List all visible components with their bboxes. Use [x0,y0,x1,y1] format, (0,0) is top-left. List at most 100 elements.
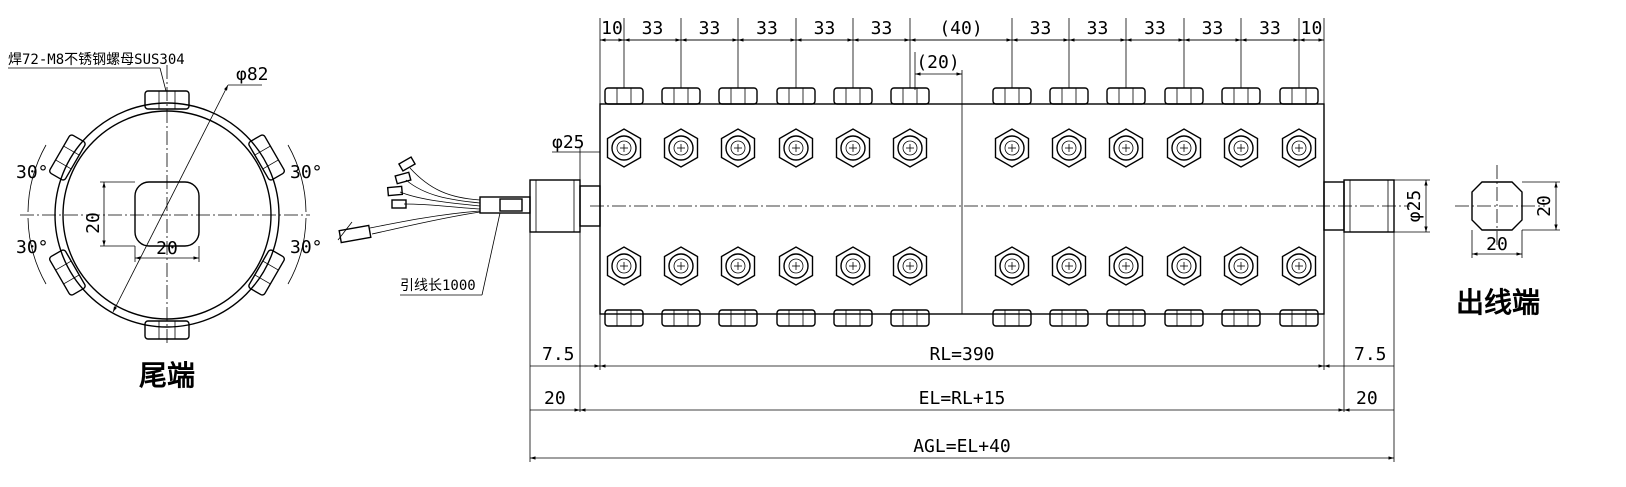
side-nut-top-6 [890,87,930,105]
tail-angle-lr: 30° [290,237,323,258]
pitch-dim-2: 33 [642,18,664,39]
output-square-v-dim: 20 [1534,195,1555,217]
tail-nut-upper-right [248,134,285,181]
hex-nut-bottom-7 [994,246,1030,286]
hex-nut-bottom-10 [1166,246,1202,286]
hex-nut-bottom-4 [778,246,814,286]
side-nut-top-4 [776,87,816,105]
hex-nut-top-12 [1281,128,1317,168]
tail-nut-upper-left [49,134,86,181]
hex-nut-top-11 [1223,128,1259,168]
hex-nut-bottom-12 [1281,246,1317,286]
hex-nut-bottom-2 [663,246,699,286]
pitch-dim-7: (40) [939,18,982,39]
pitch-dim-10: 33 [1144,18,1166,39]
tail-diameter-dim: φ82 [236,64,269,85]
pitch-dim-6: 33 [871,18,893,39]
pitch-dim-12: 33 [1259,18,1281,39]
hex-nut-bottom-6 [892,246,928,286]
side-nut-bottom-5 [833,309,873,327]
output-square-h-dim: 20 [1486,234,1508,255]
side-nut-top-11 [1221,87,1261,105]
right-shaft-dia-dim: φ25 [1404,190,1425,223]
pitch-dim-9: 33 [1087,18,1109,39]
tail-angle-ul: 30° [16,162,49,183]
left-7-5-dim: 7.5 [542,344,575,365]
output-end-label: 出线端 [1456,286,1540,319]
tail-angle-ur: 30° [290,162,323,183]
tail-angle-ll: 30° [16,237,49,258]
hex-nut-top-3 [720,128,756,168]
cable-bundle [337,156,531,244]
side-nut-bottom-9 [1106,309,1146,327]
side-nut-bottom-3 [718,309,758,327]
top-pitch-dimensions: 10 33 33 33 33 33 (40) 33 33 33 33 33 10 [599,18,1325,104]
tail-nut-lower-left [49,249,86,296]
left-shaft-dia-dim: φ25 [552,132,585,153]
pitch-dim-3: 33 [699,18,721,39]
side-nut-top-1 [604,87,644,105]
hex-nut-top-7 [994,128,1030,168]
right-shaft [1323,179,1395,233]
tail-nut-bottom [144,320,190,340]
side-nut-bottom-8 [1049,309,1089,327]
side-nut-bottom-10 [1164,309,1204,327]
tail-square-v-dim: 20 [83,212,104,234]
pitch-dim-1: 10 [601,18,623,39]
side-nut-bottom-4 [776,309,816,327]
tail-end-view: 20 20 φ82 焊72-M8不锈钢螺母SUS304 30° 30° 30° … [8,52,323,392]
side-nut-bottom-6 [890,309,930,327]
right-7-5-dim: 7.5 [1354,344,1387,365]
hex-nut-top-1 [606,128,642,168]
side-nut-bottom-1 [604,309,644,327]
tail-nut-lower-right [248,249,285,296]
hex-nut-bottom-3 [720,246,756,286]
hex-nut-bottom-8 [1051,246,1087,286]
hex-nut-top-8 [1051,128,1087,168]
hex-nut-row-top [606,128,1317,168]
el-dim: EL=RL+15 [919,388,1006,409]
side-nut-top-12 [1279,87,1319,105]
hex-nut-top-9 [1108,128,1144,168]
pitch-dim-8: 33 [1030,18,1052,39]
hex-nut-bottom-5 [835,246,871,286]
pitch-dim-11: 33 [1202,18,1224,39]
main-body-view: φ25 引线长1000 φ25 [337,18,1430,462]
hex-nut-top-10 [1166,128,1202,168]
side-nut-top-5 [833,87,873,105]
left-20-dim: 20 [544,388,566,409]
tail-square-h-dim: 20 [156,238,178,259]
output-end-view: 20 20 出线端 [1455,165,1560,319]
tail-end-label: 尾端 [139,359,195,392]
side-nut-top-7 [992,87,1032,105]
side-nut-top-8 [1049,87,1089,105]
side-nut-top-9 [1106,87,1146,105]
pitch-dim-13: 10 [1301,18,1323,39]
output-square-shaft [1471,181,1523,231]
hex-nut-top-2 [663,128,699,168]
side-nut-top-10 [1164,87,1204,105]
left-shaft [529,179,601,233]
lead-length-note: 引线长1000 [400,278,476,294]
side-nut-bottom-7 [992,309,1032,327]
hex-nut-bottom-1 [606,246,642,286]
center-gap-dim: (20) [916,52,959,73]
side-nut-bottom-12 [1279,309,1319,327]
pitch-dim-4: 33 [756,18,778,39]
right-20-dim: 20 [1356,388,1378,409]
hex-nut-top-6 [892,128,928,168]
side-nut-top-3 [718,87,758,105]
agl-dim: AGL=EL+40 [913,436,1011,457]
pitch-dim-5: 33 [814,18,836,39]
bottom-nut-row [604,309,1319,327]
tail-nut-note: 焊72-M8不锈钢螺母SUS304 [8,52,185,68]
hex-nut-row-bottom [606,246,1317,286]
side-nut-bottom-11 [1221,309,1261,327]
top-nut-row [604,87,1319,105]
hex-nut-bottom-11 [1223,246,1259,286]
hex-nut-top-4 [778,128,814,168]
side-nut-bottom-2 [661,309,701,327]
hex-nut-bottom-9 [1108,246,1144,286]
hex-nut-top-5 [835,128,871,168]
